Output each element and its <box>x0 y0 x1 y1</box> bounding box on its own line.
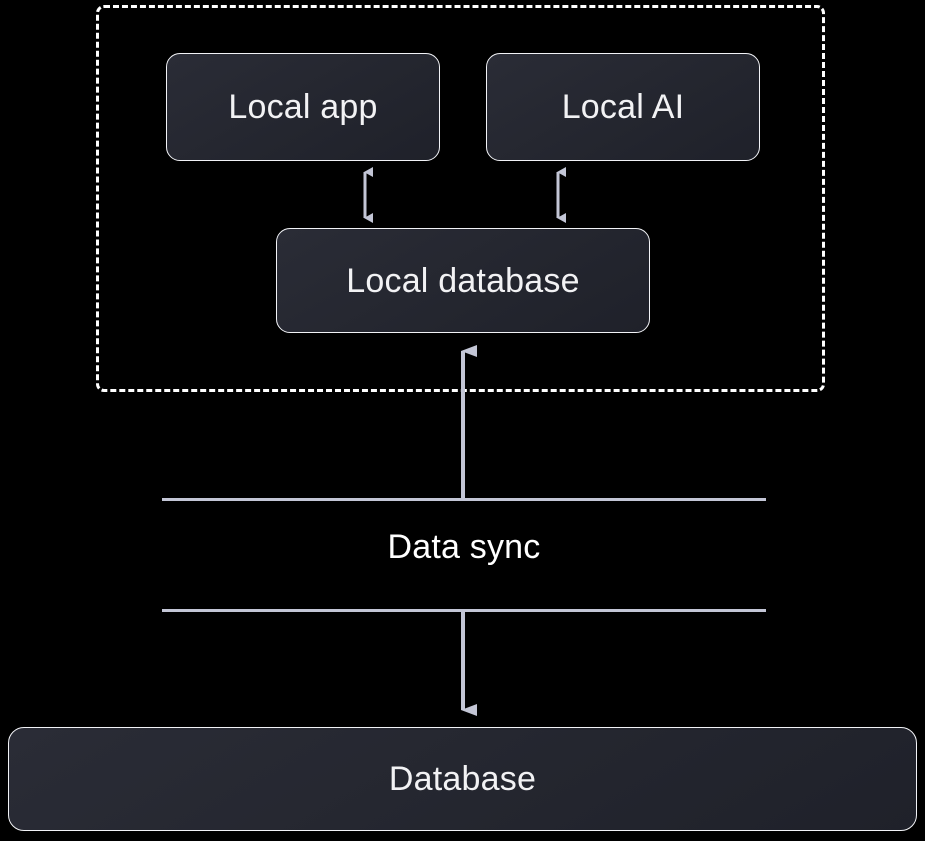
node-local-app-label: Local app <box>228 88 378 126</box>
data-sync-rule-top <box>162 498 766 501</box>
node-local-database[interactable]: Local database <box>276 228 650 333</box>
data-sync-label: Data sync <box>387 528 541 566</box>
node-local-app[interactable]: Local app <box>166 53 440 161</box>
data-sync-rule-bottom <box>162 609 766 612</box>
node-local-ai-label: Local AI <box>561 88 685 126</box>
data-sync-band: Data sync <box>162 498 766 616</box>
node-database[interactable]: Database <box>8 727 917 831</box>
local-device-boundary <box>96 5 825 392</box>
node-local-database-label: Local database <box>346 261 580 300</box>
node-database-label: Database <box>388 760 537 798</box>
node-local-ai[interactable]: Local AI <box>486 53 760 161</box>
